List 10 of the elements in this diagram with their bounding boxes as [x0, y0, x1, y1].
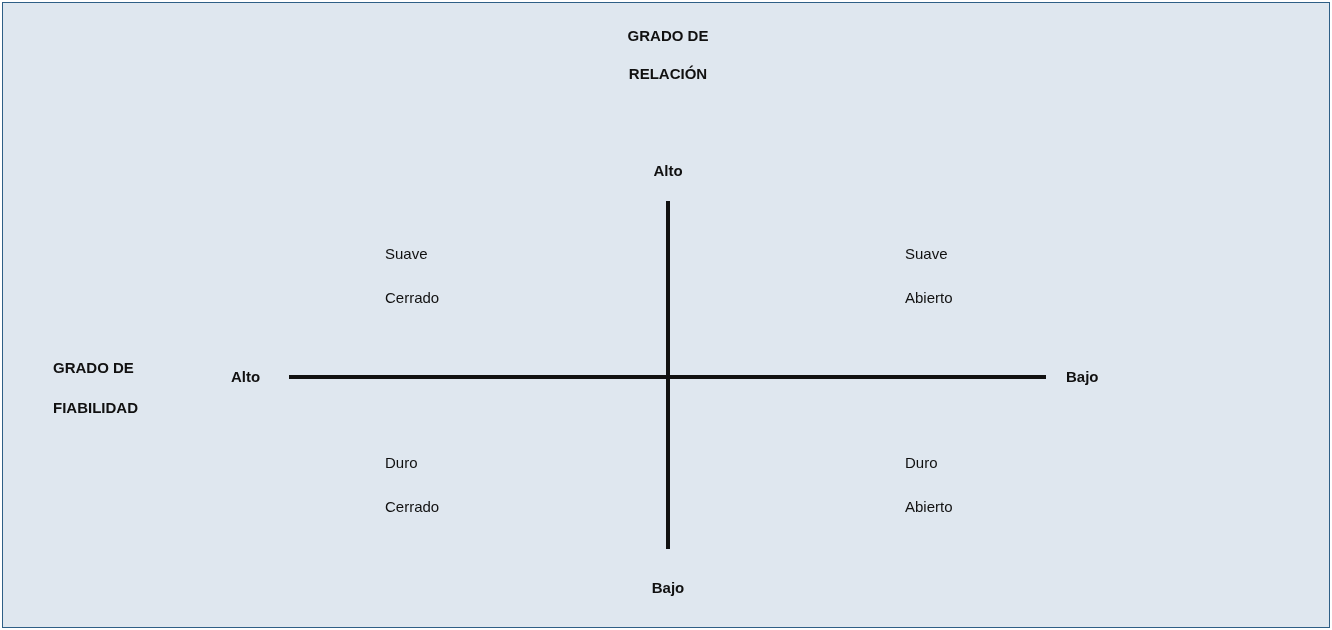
quadrant-label: Suave Cerrado: [385, 244, 441, 308]
axis-end-label: Alto: [231, 367, 262, 387]
axis-end-label: Bajo: [1066, 367, 1100, 387]
quadrant-label: Duro Abierto: [905, 453, 954, 517]
axis-title: GRADO DE RELACIÓN: [626, 26, 710, 84]
quadrant-label: Duro Cerrado: [385, 453, 441, 517]
axis-title: GRADO DE FIABILIDAD: [53, 358, 139, 418]
axis-end-label: Alto: [652, 161, 684, 181]
axis-end-label: Bajo: [650, 578, 686, 598]
quadrant-label: Suave Abierto: [905, 244, 954, 308]
